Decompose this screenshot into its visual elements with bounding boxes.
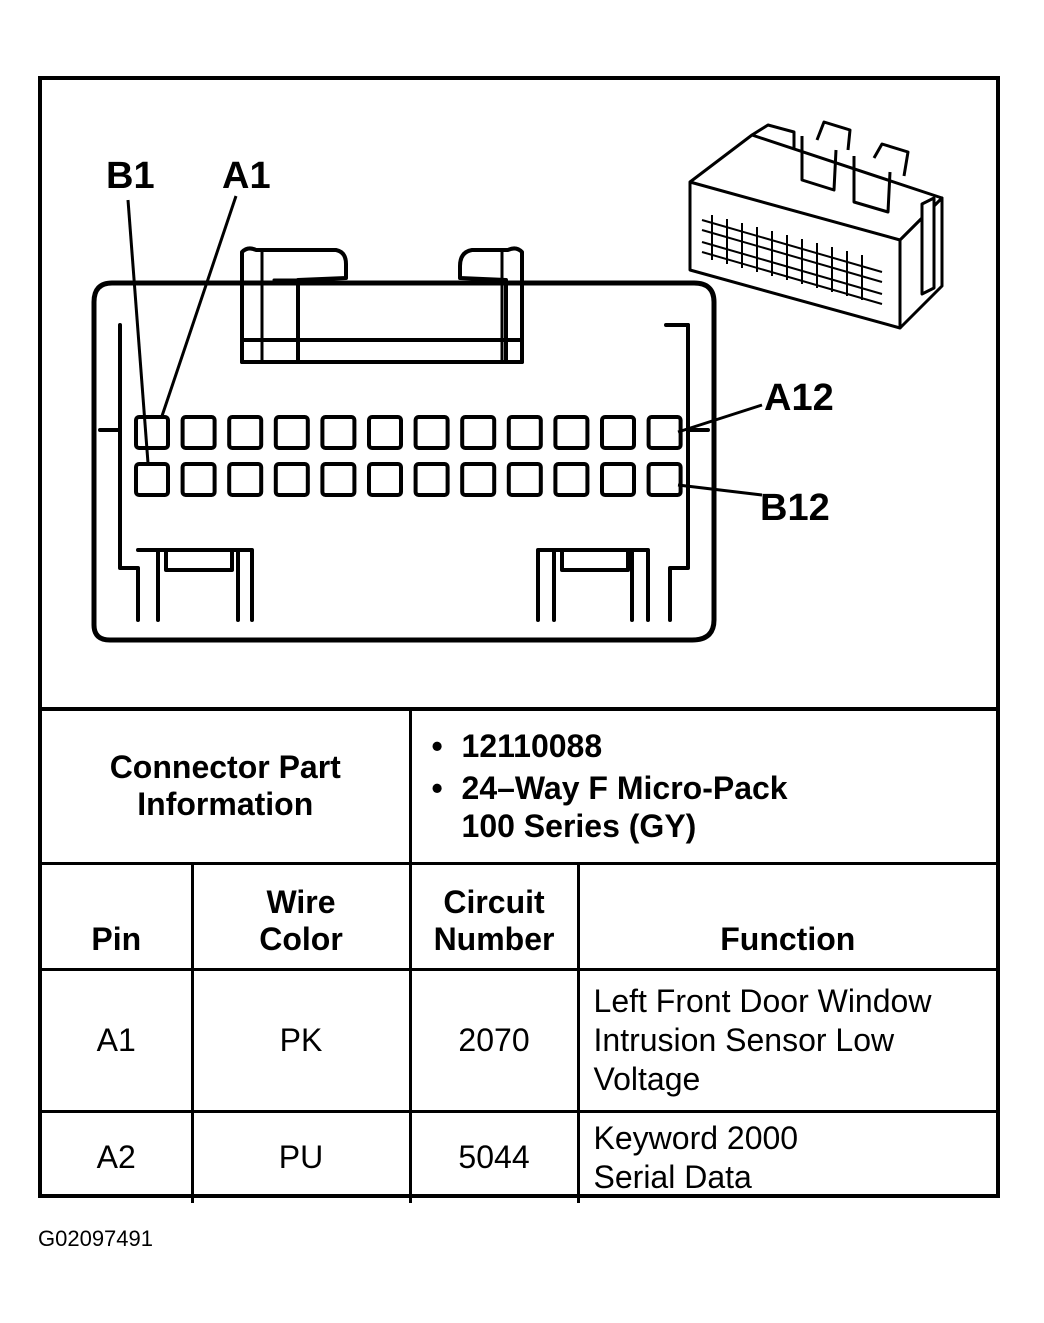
pin-cavity-b5 <box>320 462 357 497</box>
pin-cavity-b1 <box>134 462 170 497</box>
connector-part-info-label: Connector Part Information <box>42 707 412 865</box>
connector-diagram: B1 A1 A12 B12 <box>91 120 944 643</box>
pin-cavity-a5 <box>320 415 357 450</box>
row-pin: A2 <box>42 1109 194 1203</box>
row-circuit: 2070 <box>408 967 580 1113</box>
header-circuit-number: Circuit Number <box>408 861 580 971</box>
row-wire-color: PK <box>190 967 412 1113</box>
isometric-pin-cavities <box>701 215 883 305</box>
pin-cavity-a9 <box>506 415 543 450</box>
leader-line-b12 <box>677 483 763 497</box>
pin-cavity-b6 <box>367 462 403 497</box>
table-row: A2 PU 5044 Keyword 2000 Serial Data <box>42 1109 997 1203</box>
header-wire-color: Wire Color <box>190 861 412 971</box>
row-circuit: 5044 <box>408 1109 580 1203</box>
housing-top-ledge <box>240 338 524 364</box>
connector-figure-frame: B1 A1 A12 B12 Connector Part Information <box>38 76 1000 1203</box>
pin-label-a12: A12 <box>764 377 834 419</box>
pin-label-b1: B1 <box>106 155 155 197</box>
pin-cavity-b8 <box>460 462 497 497</box>
pin-cavity-b7 <box>413 462 450 497</box>
pin-cavity-b9 <box>506 462 543 497</box>
bottom-key-right <box>536 548 650 622</box>
pin-cavity-b2 <box>180 462 217 497</box>
row-function: Left Front Door Window Intrusion Sensor … <box>576 967 997 1113</box>
row-function: Keyword 2000 Serial Data <box>576 1109 997 1203</box>
figure-id: G02097491 <box>38 1226 153 1251</box>
leader-line-a12 <box>677 403 763 434</box>
connector-info-table: Connector Part Information 12110088 24–W… <box>42 707 997 1203</box>
connector-housing-outline <box>91 280 717 643</box>
part-number: 12110088 <box>426 727 983 765</box>
pin-label-a1: A1 <box>222 155 271 197</box>
connector-description: 24–Way F Micro-Pack 100 Series (GY) <box>426 769 983 845</box>
pin-cavity-b11 <box>600 462 636 497</box>
pin-cavity-a12 <box>646 415 683 450</box>
bottom-key-left <box>136 548 254 622</box>
leader-line-a1 <box>160 195 238 417</box>
pin-cavity-a4 <box>273 415 310 450</box>
header-pin: Pin <box>42 861 194 971</box>
pin-cavity-a8 <box>460 415 497 450</box>
pin-cavity-b3 <box>227 462 264 497</box>
pin-cavity-b10 <box>553 462 590 497</box>
latch-tab-right <box>458 246 524 364</box>
table-row: A1 PK 2070 Left Front Door Window Intrus… <box>42 967 997 1113</box>
pin-cavity-b12 <box>646 462 683 497</box>
pin-cavity-a10 <box>553 415 590 450</box>
row-wire-color: PU <box>190 1109 412 1203</box>
pin-label-b12: B12 <box>760 487 830 529</box>
connector-part-info-value: 12110088 24–Way F Micro-Pack 100 Series … <box>408 707 997 865</box>
latch-tab-left <box>240 246 348 364</box>
pin-cavity-a11 <box>600 415 636 450</box>
pin-cavity-a3 <box>227 415 264 450</box>
pin-cavity-a2 <box>180 415 217 450</box>
row-pin: A1 <box>42 967 194 1113</box>
header-function: Function <box>576 861 997 971</box>
connector-isometric-view <box>688 120 944 330</box>
leader-line-b1 <box>126 199 150 464</box>
housing-inner-wall-left <box>118 323 140 622</box>
housing-inner-wall-right <box>668 323 690 622</box>
pin-cavity-a1 <box>134 415 170 450</box>
connector-part-info-row: Connector Part Information 12110088 24–W… <box>42 707 997 865</box>
pin-cavity-b4 <box>273 462 310 497</box>
pin-cavity-a6 <box>367 415 403 450</box>
table-header-row: Pin Wire Color Circuit Number Function <box>42 861 997 971</box>
pin-cavity-a7 <box>413 415 450 450</box>
